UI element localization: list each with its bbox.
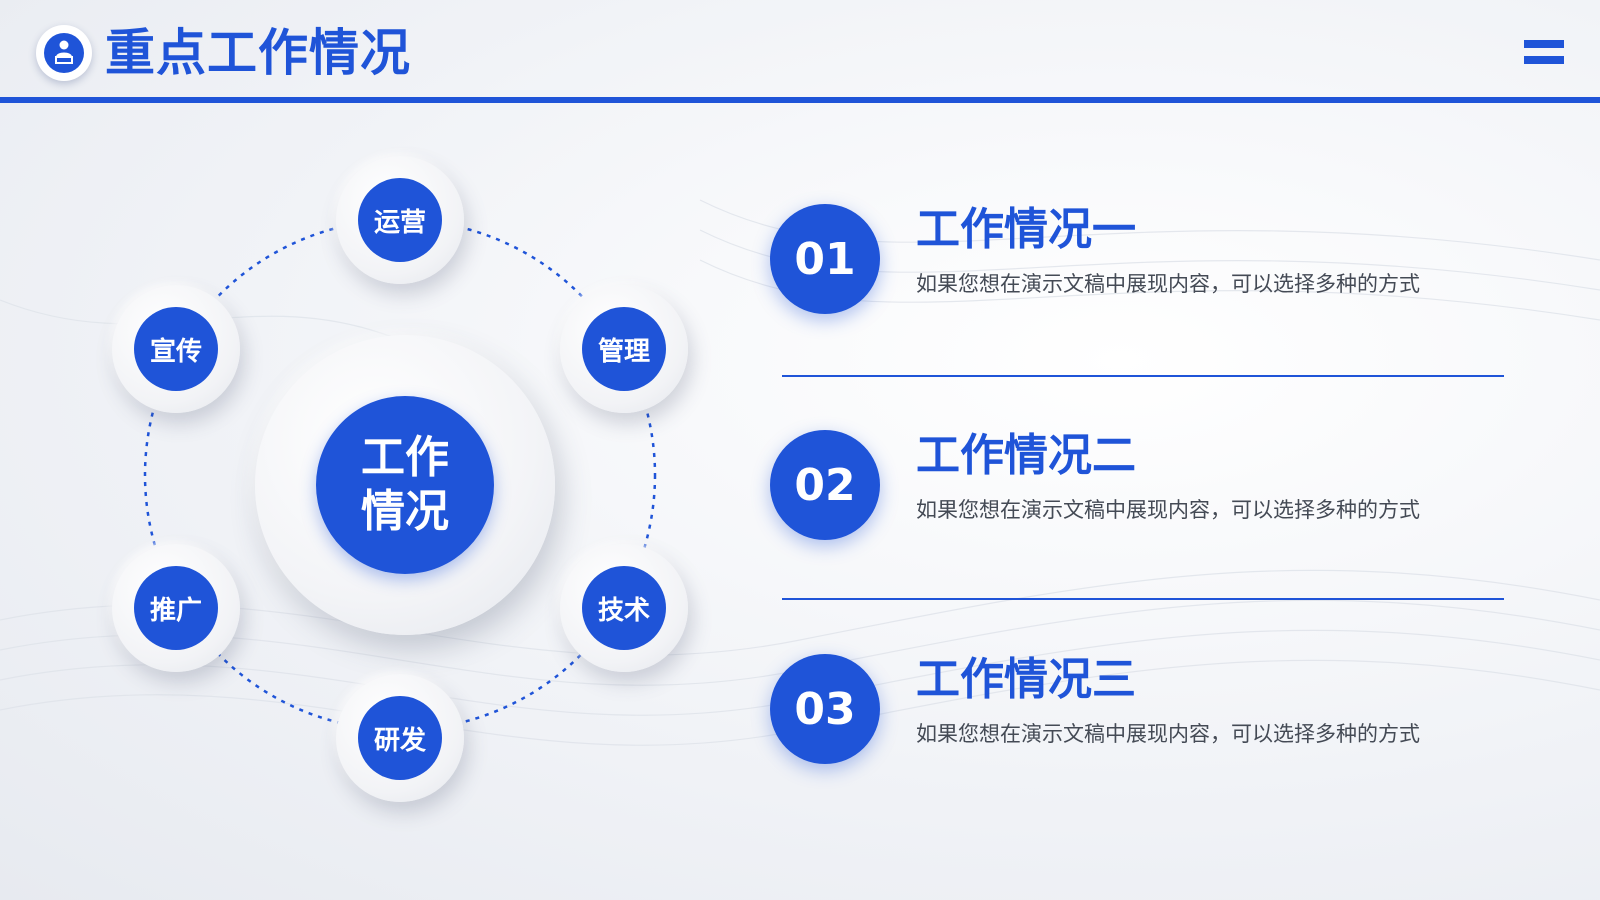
item-description: 如果您想在演示文稿中展现内容，可以选择多种的方式: [916, 498, 1420, 522]
number-badge: 03: [770, 654, 880, 764]
page-title: 重点工作情况: [105, 24, 411, 82]
node-label: 宣传: [149, 336, 202, 367]
node-label: 管理: [597, 336, 650, 367]
work-item-2: 02 工作情况二 如果您想在演示文稿中展现内容，可以选择多种的方式: [770, 430, 1510, 550]
divider: [782, 598, 1504, 600]
presenter-icon: [44, 33, 84, 73]
item-title: 工作情况三: [916, 654, 1136, 705]
work-item-1: 01 工作情况一 如果您想在演示文稿中展现内容，可以选择多种的方式: [770, 204, 1510, 324]
number-badge: 01: [770, 204, 880, 314]
node-technology[interactable]: 技术: [560, 544, 688, 672]
node-label: 运营: [373, 207, 426, 238]
node-operations[interactable]: 运营: [336, 156, 464, 284]
logo: [36, 25, 92, 81]
item-number: 01: [794, 233, 856, 285]
divider: [782, 375, 1504, 377]
center-label: 工作情况: [361, 432, 449, 537]
center-hub: 工作情况: [255, 335, 555, 635]
work-item-3: 03 工作情况三 如果您想在演示文稿中展现内容，可以选择多种的方式: [770, 654, 1510, 774]
node-label: 推广: [149, 595, 202, 626]
number-badge: 02: [770, 430, 880, 540]
node-publicity[interactable]: 宣传: [112, 285, 240, 413]
item-number: 03: [794, 683, 856, 735]
header: 重点工作情况: [0, 0, 1600, 104]
item-title: 工作情况二: [916, 430, 1136, 481]
node-label: 研发: [373, 725, 426, 756]
item-description: 如果您想在演示文稿中展现内容，可以选择多种的方式: [916, 722, 1420, 746]
node-rnd[interactable]: 研发: [336, 674, 464, 802]
work-diagram: 工作情况 运营 管理 技术 研发 推广 宣传: [0, 110, 760, 870]
header-divider: [0, 97, 1600, 103]
menu-icon[interactable]: [1524, 40, 1564, 66]
item-description: 如果您想在演示文稿中展现内容，可以选择多种的方式: [916, 272, 1420, 296]
node-promotion[interactable]: 推广: [112, 544, 240, 672]
item-number: 02: [794, 459, 856, 511]
node-management[interactable]: 管理: [560, 285, 688, 413]
item-title: 工作情况一: [916, 204, 1136, 255]
node-label: 技术: [597, 595, 650, 626]
